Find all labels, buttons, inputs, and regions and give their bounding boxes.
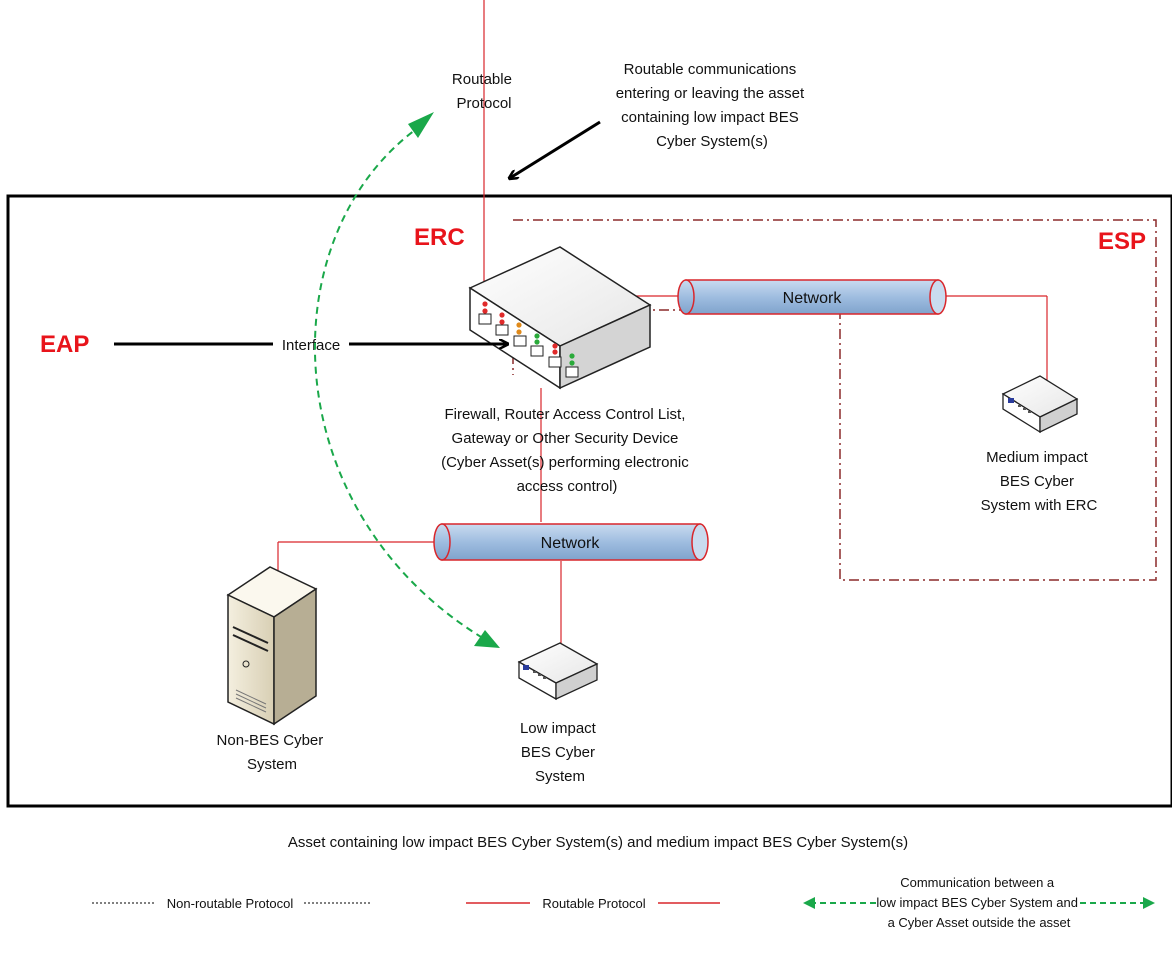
- communication-curve: [314, 124, 487, 641]
- network-top-label: Network: [783, 290, 843, 307]
- asset-boundary: [6, 194, 1172, 808]
- communication-arrowhead-top: [408, 112, 434, 138]
- routable-protocol-top-label: Routable Protocol: [452, 71, 516, 112]
- legend-routable: Routable Protocol: [466, 896, 720, 911]
- medium-impact-device-icon: [1001, 375, 1079, 434]
- non-bes-label: Non-BES Cyber System: [217, 732, 328, 773]
- low-impact-label: Low impact BES Cyber System: [520, 720, 600, 785]
- firewall-label: Firewall, Router Access Control List, Ga…: [441, 406, 693, 495]
- asset-caption: Asset containing low impact BES Cyber Sy…: [288, 834, 908, 851]
- communication-arrowhead-bottom: [474, 630, 500, 648]
- low-impact-device-icon: [517, 642, 599, 701]
- erc-label: ERC: [414, 224, 465, 251]
- legend-communication-label: Communication between a low impact BES C…: [876, 875, 1081, 930]
- legend-routable-label: Routable Protocol: [542, 896, 645, 911]
- firewall-device-icon: [468, 246, 652, 390]
- legend-non-routable: Non-routable Protocol: [92, 896, 370, 911]
- server-icon: [226, 566, 318, 726]
- network-pipe-bottom: Network: [433, 523, 709, 561]
- routable-lines: [277, 0, 1048, 645]
- routable-comms-arrow: [510, 120, 601, 178]
- network-pipe-top: Network: [677, 279, 947, 315]
- network-bottom-label: Network: [541, 535, 601, 552]
- legend-communication: Communication between a low impact BES C…: [803, 875, 1155, 930]
- legend: Non-routable Protocol Routable Protocol …: [92, 875, 1155, 930]
- legend-non-routable-label: Non-routable Protocol: [167, 896, 294, 911]
- interface-label: Interface: [282, 337, 340, 354]
- esp-label: ESP: [1098, 228, 1146, 255]
- eap-label: EAP: [40, 331, 89, 358]
- medium-impact-label: Medium impact BES Cyber System with ERC: [981, 449, 1098, 514]
- routable-comms-label: Routable communications entering or leav…: [616, 61, 809, 150]
